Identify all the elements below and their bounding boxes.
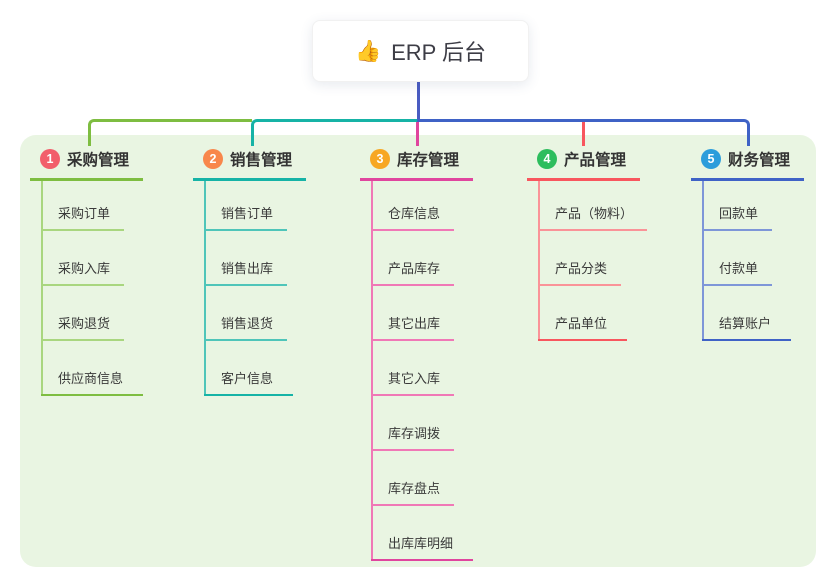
root-connector-line — [417, 82, 420, 120]
node-purchase-return[interactable]: 采购退货 — [41, 311, 125, 341]
node-product-stock[interactable]: 产品库存 — [371, 256, 455, 286]
category-title: 销售管理 — [230, 152, 293, 169]
category-node-purchase[interactable]: 1 采购管理 — [30, 144, 143, 181]
node-other-outbound[interactable]: 其它出库 — [371, 311, 455, 341]
category-node-inventory[interactable]: 3 库存管理 — [360, 144, 473, 181]
category-title: 财务管理 — [728, 152, 791, 169]
connector-sales — [251, 119, 418, 146]
badge-3: 3 — [370, 149, 390, 169]
node-purchase-inbound[interactable]: 采购入库 — [41, 256, 125, 286]
badge-1: 1 — [40, 149, 60, 169]
node-supplier-info[interactable]: 供应商信息 — [41, 366, 144, 396]
node-stock-check[interactable]: 库存盘点 — [371, 476, 455, 506]
node-sales-order[interactable]: 销售订单 — [204, 201, 288, 231]
category-node-finance[interactable]: 5 财务管理 — [691, 144, 804, 181]
branch-trunk-line — [204, 181, 206, 396]
badge-4: 4 — [537, 149, 557, 169]
node-purchase-order[interactable]: 采购订单 — [41, 201, 125, 231]
badge-5: 5 — [701, 149, 721, 169]
connector-purchase — [88, 119, 252, 146]
branch-trunk-line — [538, 181, 540, 341]
node-payment-order[interactable]: 付款单 — [702, 256, 773, 286]
category-node-sales[interactable]: 2 销售管理 — [193, 144, 306, 181]
thumbs-up-icon: 👍 — [354, 39, 382, 63]
node-product-unit[interactable]: 产品单位 — [538, 311, 628, 341]
node-receipt-order[interactable]: 回款单 — [702, 201, 773, 231]
node-product-material[interactable]: 产品（物料） — [538, 201, 648, 231]
root-node-erp[interactable]: 👍 ERP 后台 — [312, 20, 529, 82]
category-title: 库存管理 — [397, 152, 460, 169]
node-customer-info[interactable]: 客户信息 — [204, 366, 294, 396]
badge-2: 2 — [203, 149, 223, 169]
node-other-inbound[interactable]: 其它入库 — [371, 366, 455, 396]
node-stock-transfer[interactable]: 库存调拨 — [371, 421, 455, 451]
category-node-product[interactable]: 4 产品管理 — [527, 144, 640, 181]
branch-trunk-line — [41, 181, 43, 396]
branch-trunk-line — [702, 181, 704, 341]
root-node-title: ERP 后台 — [391, 40, 487, 65]
branch-trunk-line — [371, 181, 373, 561]
connector-inventory — [416, 122, 419, 146]
node-warehouse-info[interactable]: 仓库信息 — [371, 201, 455, 231]
connector-finance — [417, 119, 750, 146]
node-product-category[interactable]: 产品分类 — [538, 256, 622, 286]
category-title: 采购管理 — [67, 152, 130, 169]
node-sales-return[interactable]: 销售退货 — [204, 311, 288, 341]
node-settlement-account[interactable]: 结算账户 — [702, 311, 792, 341]
node-sales-outbound[interactable]: 销售出库 — [204, 256, 288, 286]
category-title: 产品管理 — [564, 152, 627, 169]
branches-panel — [20, 135, 816, 567]
node-stock-detail[interactable]: 出库库明细 — [371, 531, 474, 561]
connector-product — [582, 122, 585, 146]
